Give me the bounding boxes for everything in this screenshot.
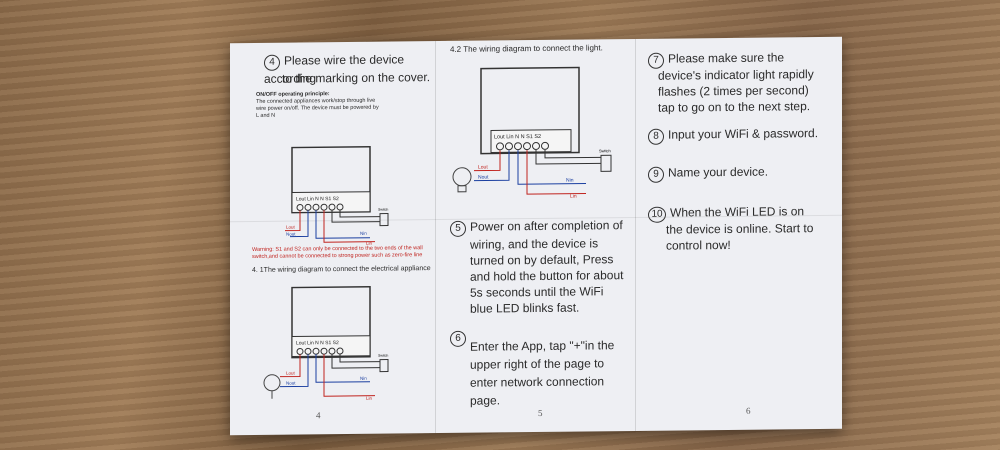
step-text: Please make sure the: [668, 50, 785, 66]
step-text: Input your WiFi & password.: [668, 126, 819, 142]
step-number: 7: [648, 52, 664, 69]
section-4-2: 4.2 The wiring diagram to connect the li…: [450, 43, 603, 54]
wiring-diagram-light: Lout Lin N N S1 S2 Switch Lout Nout Nin …: [452, 66, 612, 200]
step-number: 9: [648, 166, 664, 183]
terminal-labels: Lout Lin N N S1 S2: [494, 134, 541, 140]
warning-line: switch,and cannot be connected to strong…: [252, 252, 423, 260]
page-number: 6: [746, 405, 751, 416]
switch-label: Switch: [378, 354, 388, 358]
nin-label: Nin: [360, 376, 367, 381]
principle-line: L and N: [256, 112, 276, 119]
nout-label: Nout: [286, 232, 296, 237]
step-text: control now!: [666, 237, 731, 253]
nout-label: Nout: [478, 174, 489, 180]
step-text: page.: [470, 393, 501, 408]
step-text: wiring, and the device is: [470, 236, 599, 252]
step-text: to the marking on the cover.: [282, 70, 431, 86]
page-number: 4: [316, 410, 321, 421]
step-text: upper right of the page to: [470, 356, 605, 372]
lin-label: Lin: [366, 396, 373, 401]
wiring-diagram-top: Lout Lin N N S1 S2 Switch Lout Nout Nin …: [285, 145, 389, 246]
step-text: 5s seconds until the WiFi: [470, 284, 604, 300]
step-number: 5: [450, 220, 466, 237]
step-text: and hold the button for about: [470, 268, 624, 284]
step-number: 8: [648, 128, 664, 145]
switch-label: Switch: [599, 148, 611, 153]
step-text: the device is online. Start to: [666, 221, 814, 237]
terminal-labels: Lout Lin N N S1 S2: [296, 196, 339, 202]
step-number: 10: [648, 206, 666, 223]
step-6: 6: [450, 329, 470, 347]
page-5: 4.2 The wiring diagram to connect the li…: [436, 39, 635, 433]
switch-label: Switch: [378, 208, 388, 212]
step-text: Power on after completion of: [470, 218, 623, 234]
page-number: 5: [538, 407, 543, 418]
step-text: flashes (2 times per second): [658, 83, 809, 99]
step-text: turned on by default, Press: [470, 252, 614, 268]
nin-label: Nin: [566, 178, 574, 184]
step-text: Enter the App, tap "+"in the: [470, 338, 615, 354]
step-number: 6: [450, 330, 466, 347]
step-text: Name your device.: [668, 164, 769, 180]
wiring-diagram-bottom: Lout Lin N N S1 S2 Switch Lout Nout Nin …: [263, 285, 389, 401]
step-text: blue LED blinks fast.: [470, 300, 580, 316]
lin-label: Lin: [570, 194, 577, 200]
lout-label: Lout: [286, 225, 296, 230]
nin-label: Nin: [360, 231, 367, 236]
terminal-labels: Lout Lin N N S1 S2: [296, 340, 339, 346]
step-text: device's indicator light rapidly: [658, 67, 814, 83]
step-text: tap to go on to the next step.: [658, 99, 811, 115]
principle-line: wire power on/off. The device must be po…: [256, 104, 379, 112]
lout-label: Lout: [478, 164, 488, 170]
lout-label: Lout: [286, 371, 296, 376]
step-number: 4: [264, 54, 280, 71]
step-text: When the WiFi LED is on: [670, 204, 805, 220]
nout-label: Nout: [286, 381, 296, 386]
lin-label: Lin: [366, 241, 373, 246]
step-text: enter network connection: [470, 374, 605, 390]
